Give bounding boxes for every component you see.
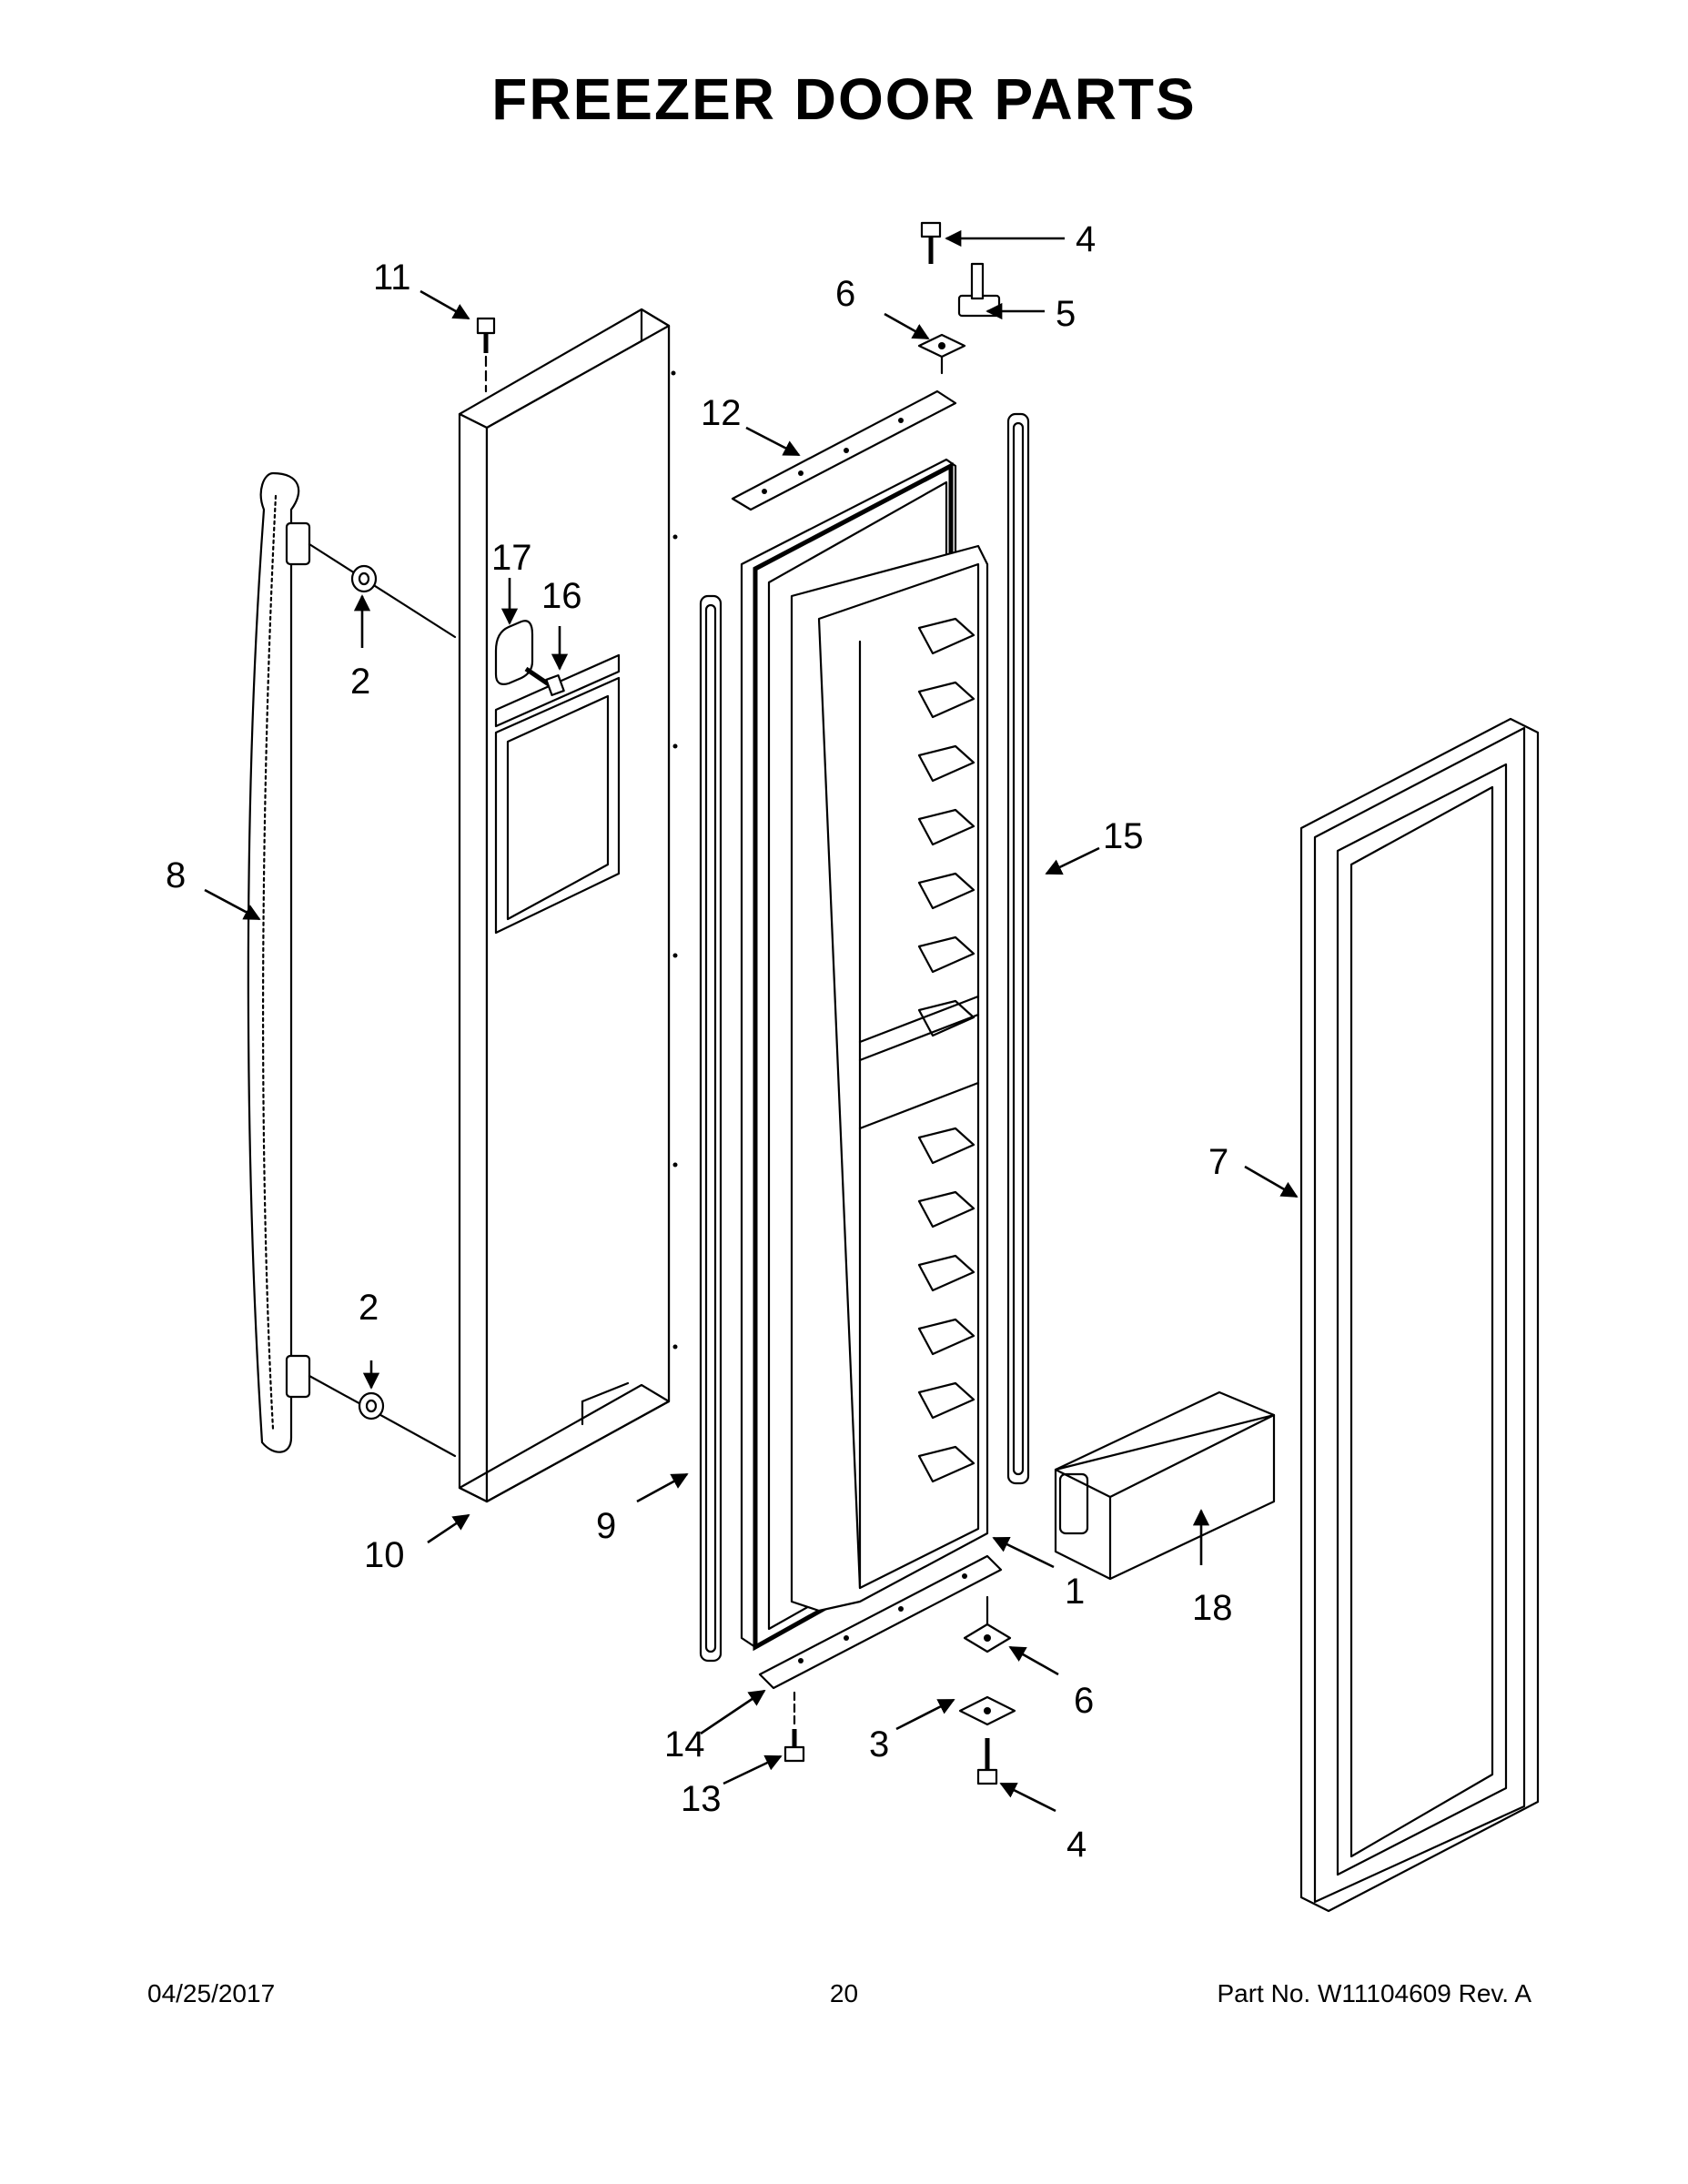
top-hinge-plate [731,389,957,511]
callout-4-top: 4 [1076,219,1096,259]
door-gasket [1299,717,1540,1913]
callout-labels: 11 2 2 17 16 8 10 9 12 4 5 6 15 7 1 18 6… [166,219,1233,1865]
callout-2-upper: 2 [350,662,370,702]
footer-page-number: 20 [829,1979,859,2007]
callout-11: 11 [373,258,411,298]
callout-15: 15 [1103,816,1144,856]
screw-11-icon [476,317,496,393]
callout-17: 17 [491,538,532,578]
callout-6-top: 6 [835,274,855,314]
footer-part-number: Part No. W11104609 Rev. A [1217,1979,1531,2007]
callout-16: 16 [541,576,582,616]
bottom-hinge-icon [958,1595,1016,1726]
page-title: FREEZER DOOR PARTS [491,66,1197,132]
callout-10: 10 [364,1535,405,1575]
callout-8: 8 [166,855,186,895]
callout-1: 1 [1065,1572,1085,1612]
callout-12: 12 [701,393,742,433]
callout-6-bottom: 6 [1074,1681,1094,1721]
screw-4-top-icon [920,221,942,264]
footer-date: 04/25/2017 [147,1979,276,2007]
gasket-strip-right [1006,412,1030,1485]
nut-2-upper-icon [350,564,378,593]
door-handle [247,471,457,1458]
screw-16-icon [524,666,565,696]
callout-9: 9 [596,1506,616,1546]
callout-4-bottom: 4 [1066,1825,1087,1865]
callout-arrows [204,229,1299,1813]
top-hinge-icon [917,262,1001,375]
callout-14: 14 [664,1724,705,1764]
screw-4-bottom-icon [976,1738,998,1785]
gasket-strip-left [699,594,723,1663]
inner-door-liner [740,458,989,1652]
callout-7: 7 [1208,1142,1228,1182]
screw-13-icon [783,1691,805,1763]
door-bin [1054,1390,1276,1581]
callout-13: 13 [681,1779,722,1819]
callout-5: 5 [1056,294,1076,334]
callout-18: 18 [1192,1588,1233,1628]
outer-door-panel [458,308,678,1503]
callout-2-lower: 2 [359,1288,379,1328]
callout-3: 3 [869,1724,889,1764]
nut-2-lower-icon [358,1391,385,1421]
bottom-hinge-plate [758,1554,1003,1690]
